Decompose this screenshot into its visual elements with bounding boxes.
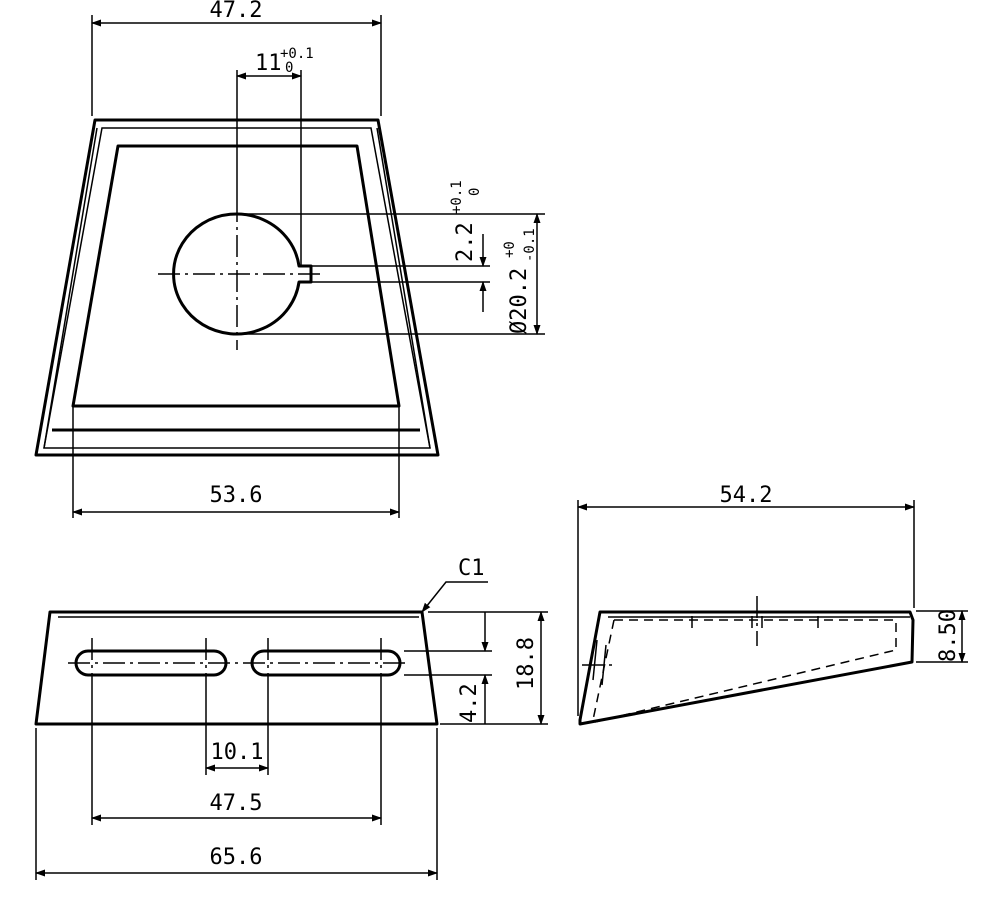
bore-hole-circle: [172, 212, 313, 336]
dim-slot-offset: 11: [255, 51, 282, 76]
dim-overall-width: 65.6: [210, 845, 263, 870]
dim-slot-spacing: 10.1: [211, 740, 264, 765]
dim-chamfer: C1: [458, 556, 485, 581]
side-view-hidden-line: [594, 619, 897, 723]
dim-hole-tol-lower: -0.1: [522, 228, 538, 262]
front-view: C1 18.8 4.2 10.1 47.5 65.6: [34, 556, 548, 880]
dim-slot-width-tol-lower: 0: [467, 188, 483, 196]
dim-hole-diameter: Ø20.2: [507, 268, 532, 334]
chamfer-leader: [421, 581, 488, 613]
dim-hole-tol-upper: +0: [502, 241, 518, 258]
dim-slot-height: 4.2: [457, 683, 482, 723]
dim-height: 18.8: [514, 637, 539, 690]
top-view-outer-outline: [34, 118, 440, 457]
dim-slot-width-tol-upper: +0.1: [449, 180, 465, 214]
dim-end-height: 8.50: [936, 609, 961, 662]
dim-bottom-width: 53.6: [210, 483, 263, 508]
top-view-inner-pocket: [71, 144, 401, 408]
side-view: 54.2 8.50: [577, 483, 968, 726]
top-view: 47.2 11 +0.1 0 2.2 +0.1 0 Ø20.2 +0 -0.1 …: [34, 0, 545, 518]
dim-slot-width: 2.2: [453, 222, 478, 262]
dim-slot-span: 47.5: [210, 791, 263, 816]
dim-top-width: 47.2: [210, 0, 263, 23]
top-view-left-edge: [43, 127, 98, 449]
left-face-mark: [592, 639, 598, 681]
front-view-outline: [34, 610, 439, 726]
dim-slot-offset-tol-lower: 0: [285, 60, 293, 76]
side-view-outline: [578, 610, 915, 726]
top-view-right-edge: [376, 127, 431, 449]
dim-slot-offset-tol-upper: +0.1: [280, 46, 314, 62]
dim-length: 54.2: [720, 483, 773, 508]
